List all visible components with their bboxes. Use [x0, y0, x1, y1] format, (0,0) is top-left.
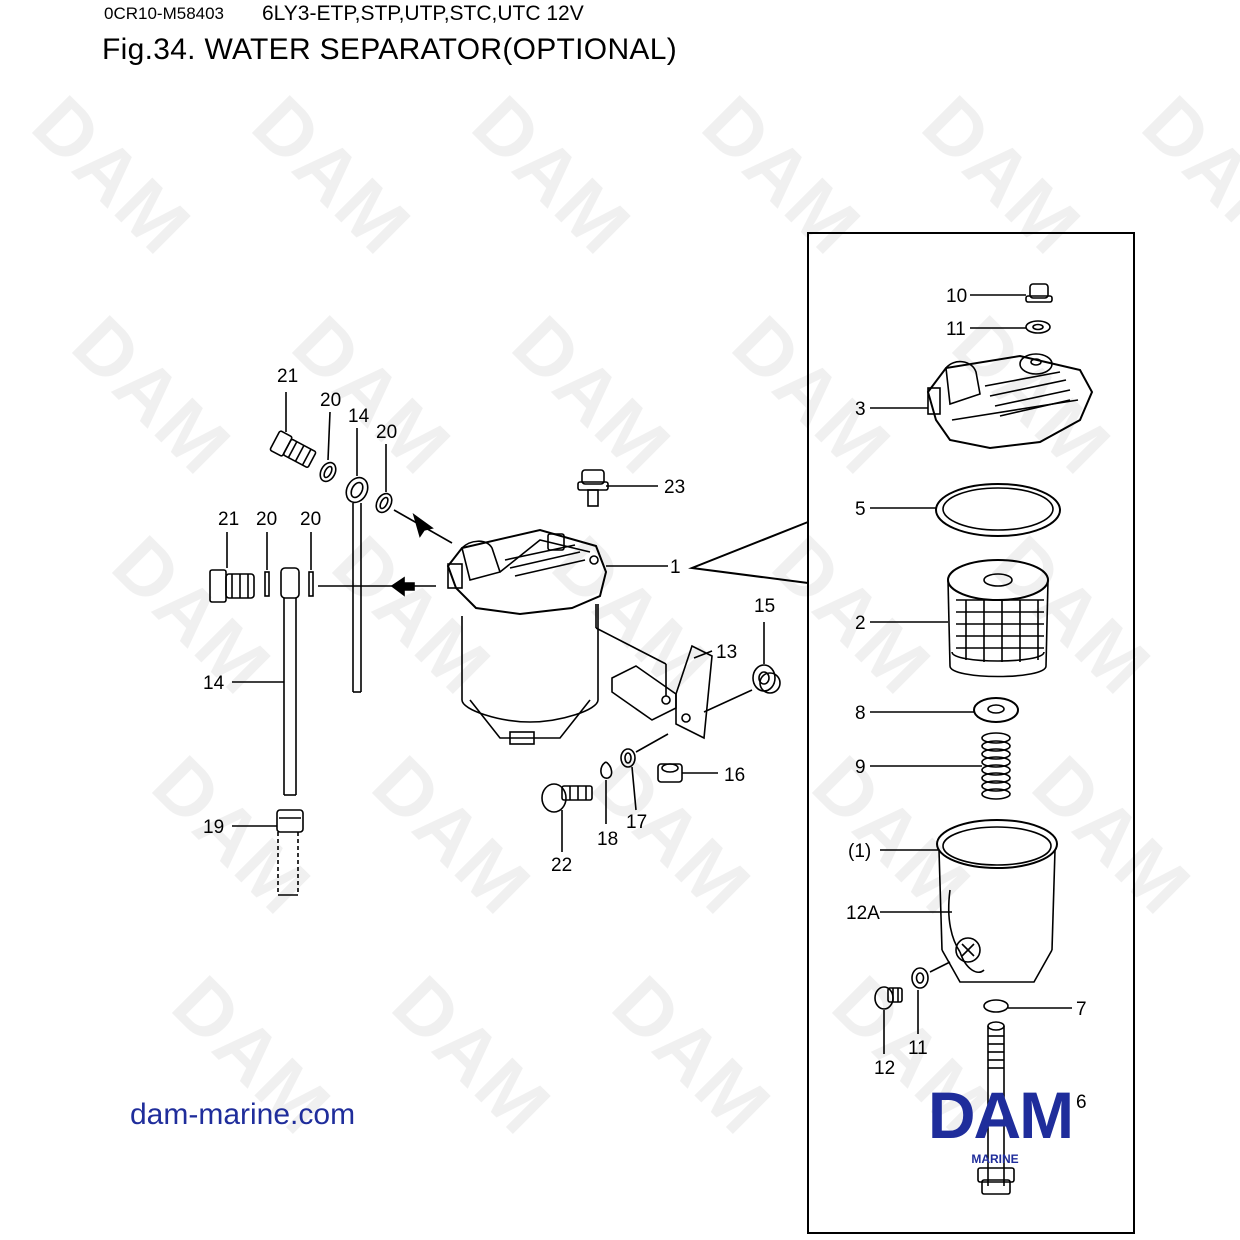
seal-8	[987, 704, 1005, 714]
drain-plug-12	[874, 986, 903, 1010]
callout-1: 1	[670, 557, 681, 578]
banjo-bolt-21-top	[269, 430, 317, 469]
figure-title: Fig.34. WATER SEPARATOR(OPTIONAL)	[102, 33, 677, 66]
website-link[interactable]: dam-marine.com	[130, 1098, 356, 1131]
callout-20-top-b: 20	[376, 422, 397, 443]
washer-11-lower	[911, 967, 929, 989]
callout-18: 18	[597, 829, 618, 850]
hose-clamp-19	[276, 809, 304, 833]
callout-21-left: 21	[218, 509, 239, 530]
callout-pointer	[688, 521, 809, 584]
seal-8	[973, 697, 1019, 723]
bolt-23	[577, 469, 609, 507]
callout-23: 23	[664, 477, 685, 498]
washer-11-lower	[915, 972, 925, 984]
separator-head-3	[926, 353, 1094, 450]
detail-callout-2: 2	[855, 613, 866, 634]
detail-callout-11: 11	[946, 319, 966, 340]
washer-11	[1032, 323, 1044, 331]
callout-16: 16	[724, 765, 745, 786]
center-bolt-6	[977, 1021, 1015, 1195]
washer-17	[624, 752, 632, 764]
callout-21-top: 21	[277, 366, 298, 387]
filter-element-2	[947, 559, 1049, 678]
detail-callout-9: 9	[855, 757, 866, 778]
bolt-22	[541, 783, 593, 813]
detail-callout-5: 5	[855, 499, 866, 520]
callout-22: 22	[551, 855, 572, 876]
detail-callout-8: 8	[855, 703, 866, 724]
detail-callout-11-lower: 11	[908, 1038, 928, 1059]
detail-callout-6: 6	[1076, 1092, 1087, 1113]
callout-17: 17	[626, 812, 647, 833]
o-ring-5	[942, 487, 1054, 531]
detail-frame	[807, 232, 1135, 1234]
callout-20-top: 20	[320, 390, 341, 411]
callout-13: 13	[716, 642, 737, 663]
detail-callout-1: (1)	[848, 841, 871, 862]
washer-20	[264, 571, 270, 597]
washer-20	[375, 492, 393, 514]
header-code: 0CR10-M58403	[104, 4, 225, 23]
o-ring-7	[983, 999, 1009, 1013]
washer-20	[323, 465, 333, 479]
callout-20-left-b: 20	[300, 509, 321, 530]
detail-callout-10: 10	[946, 286, 967, 307]
detail-callout-7: 7	[1076, 999, 1087, 1020]
separator-bowl-1	[936, 819, 1058, 983]
washer-20	[379, 496, 389, 510]
washer-11	[1025, 320, 1051, 334]
bracket-13	[595, 604, 713, 740]
banjo-eye-14	[345, 476, 369, 504]
callout-14-top: 14	[348, 406, 370, 427]
callout-19: 19	[203, 817, 224, 838]
banjo-eye-14	[350, 481, 364, 499]
dam-logo: DAM	[927, 1078, 1074, 1152]
callout-15: 15	[754, 596, 775, 617]
callout-20-left: 20	[256, 509, 277, 530]
flow-arrow-in	[412, 512, 434, 538]
nut-15	[752, 664, 781, 694]
washer-20	[319, 461, 337, 483]
callout-14-left: 14	[203, 673, 225, 694]
washer-20	[308, 571, 314, 597]
o-ring-5	[935, 483, 1061, 537]
detail-callout-12: 12	[874, 1058, 895, 1079]
detail-callout-12a: 12A	[846, 903, 880, 924]
spring-9	[981, 732, 1011, 800]
banjo-bolt-21-left	[209, 569, 255, 603]
dam-logo-subtitle: MARINE	[971, 1152, 1019, 1166]
plug-10	[1025, 283, 1053, 303]
header-model: 6LY3-ETP,STP,UTP,STC,UTC 12V	[262, 2, 584, 25]
flow-arrow-out	[390, 576, 415, 597]
water-separator-assembly	[446, 528, 608, 745]
detail-callout-3: 3	[855, 399, 866, 420]
washer-17	[620, 748, 636, 768]
nut-16	[657, 763, 683, 783]
spring-washer-18	[600, 761, 613, 779]
hose-14	[280, 567, 300, 599]
